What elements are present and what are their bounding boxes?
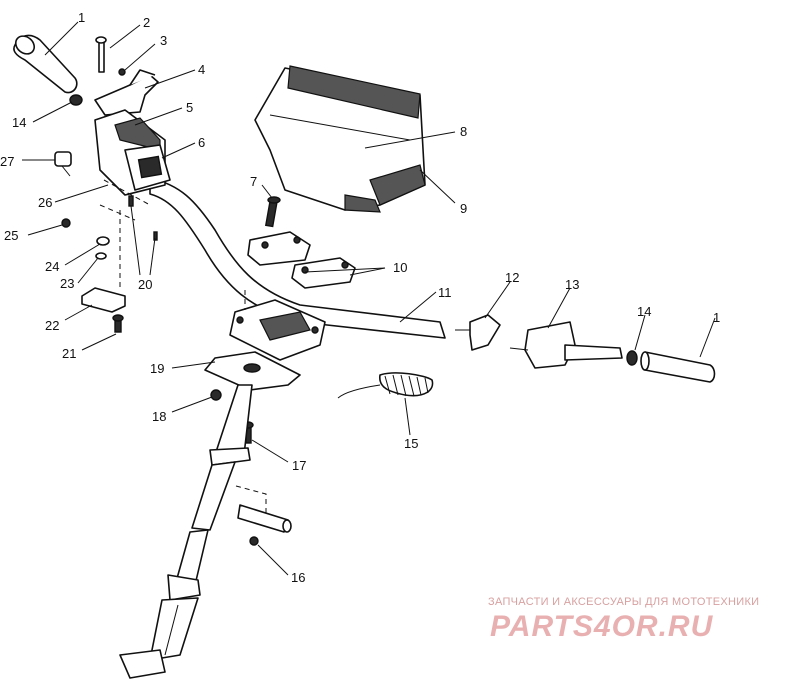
callout-4: 4 <box>198 62 205 77</box>
callout-12: 12 <box>505 270 519 285</box>
callout-5: 5 <box>186 100 193 115</box>
callout-24: 24 <box>45 259 59 274</box>
end-cap-part-14-right <box>626 350 638 366</box>
callout-9: 9 <box>460 201 467 216</box>
callout-16: 16 <box>291 570 305 585</box>
upper-clamp-part-10 <box>247 231 356 289</box>
callout-8: 8 <box>460 124 467 139</box>
callout-20: 20 <box>138 277 152 292</box>
callout-23: 23 <box>60 276 74 291</box>
callout-25: 25 <box>4 228 18 243</box>
steering-column <box>119 384 253 679</box>
callout-27: 27 <box>0 154 14 169</box>
lever-bracket-part-12 <box>455 314 501 351</box>
callout-14-left: 14 <box>12 115 26 130</box>
brake-lever-part-4 <box>94 69 159 116</box>
steering-plate-part-19 <box>204 351 301 391</box>
watermark-brand: PARTS4OR.RU <box>490 610 714 643</box>
heater-element-part-15 <box>337 372 434 399</box>
watermark-subtitle: ЗАПЧАСТИ И АКСЕССУАРЫ ДЛЯ МОТОТЕХНИКИ <box>488 596 759 608</box>
right-grip-part-1 <box>640 351 716 383</box>
plate-part-22 <box>81 210 126 313</box>
callout-2: 2 <box>143 15 150 30</box>
callout-labels: 1 2 3 4 14 5 6 27 26 25 24 23 20 22 21 7… <box>0 10 720 585</box>
callout-1-left: 1 <box>78 10 85 25</box>
master-cylinder-part-13 <box>509 321 623 369</box>
callout-19: 19 <box>150 361 164 376</box>
leader-lines <box>22 21 716 576</box>
nut-part-25 <box>61 218 71 228</box>
callout-7: 7 <box>250 174 257 189</box>
callout-1-right: 1 <box>713 310 720 325</box>
handlebar-part-11 <box>149 177 446 339</box>
screws-part-20 <box>128 195 158 241</box>
callout-6: 6 <box>198 135 205 150</box>
washer-part-24 <box>96 236 110 246</box>
callout-18: 18 <box>152 409 166 424</box>
callout-15: 15 <box>404 436 418 451</box>
lower-clamp-part-19 <box>229 290 326 361</box>
screw-part-21 <box>112 314 124 333</box>
callout-3: 3 <box>160 33 167 48</box>
left-grip-part-1 <box>13 34 78 94</box>
callout-11: 11 <box>438 285 452 300</box>
bracket-part-26 <box>99 179 151 221</box>
watermark: ЗАПЧАСТИ И АКСЕССУАРЫ ДЛЯ МОТОТЕХНИКИ PA… <box>488 596 759 643</box>
throttle-block-part-6 <box>124 144 171 191</box>
callout-13: 13 <box>565 277 579 292</box>
end-cap-part-14-left <box>69 94 83 106</box>
callout-10: 10 <box>393 260 407 275</box>
callout-26: 26 <box>38 195 52 210</box>
dash-cover-part-8 <box>254 65 426 213</box>
washer-part-23 <box>95 252 107 260</box>
callout-22: 22 <box>45 318 59 333</box>
callout-14-right: 14 <box>637 304 651 319</box>
pin-part-2 <box>95 36 107 73</box>
bushing-part-16 <box>235 485 292 546</box>
nut-part-18 <box>210 389 222 401</box>
switch-part-27 <box>54 151 72 177</box>
callout-21: 21 <box>62 346 76 361</box>
callout-17: 17 <box>292 458 306 473</box>
bolt-part-7 <box>264 196 281 228</box>
clip-part-3 <box>118 68 126 76</box>
